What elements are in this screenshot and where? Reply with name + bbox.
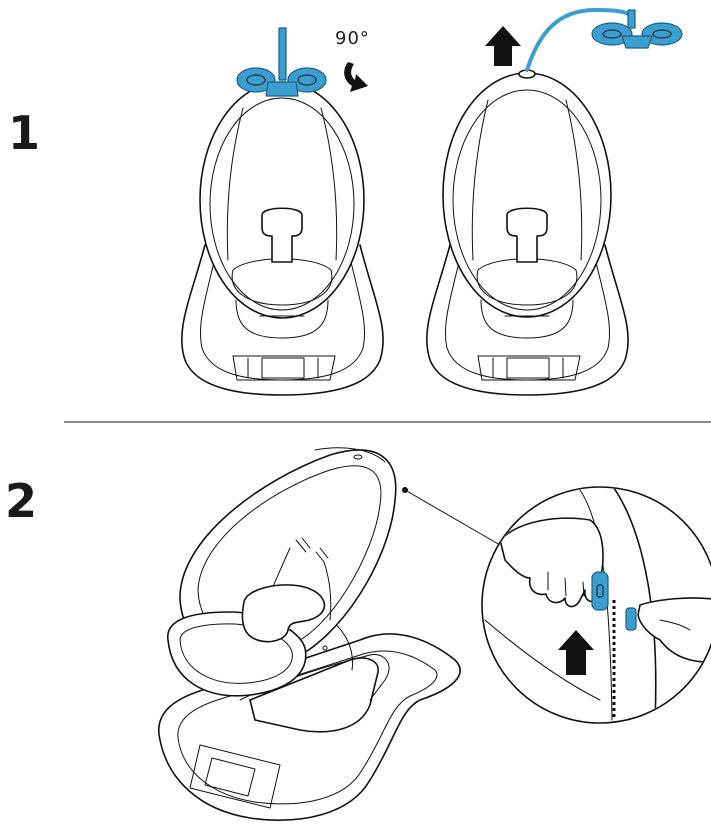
seat-angled-view xyxy=(159,448,460,820)
control-panel xyxy=(478,356,580,380)
zoom-pointer-icon xyxy=(402,487,500,545)
zoom-detail-circle xyxy=(482,480,711,723)
lift-arrow-icon xyxy=(485,26,521,66)
seat-left-front-view xyxy=(182,28,383,395)
control-panel xyxy=(233,356,335,380)
mobile-toy-lifted xyxy=(527,10,682,70)
seat-right-front-view xyxy=(427,10,682,395)
mobile-toy-rotating xyxy=(237,28,326,96)
rotate-arrow-icon xyxy=(344,62,368,92)
